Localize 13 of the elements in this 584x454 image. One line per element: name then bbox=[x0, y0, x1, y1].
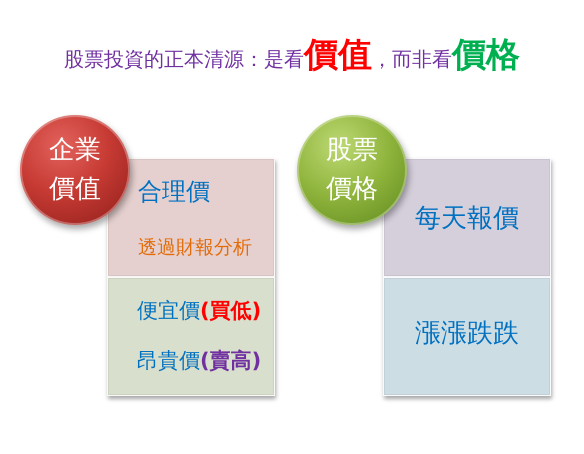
price-text: 便宜價(買低) bbox=[137, 298, 262, 324]
info-panel bbox=[383, 277, 551, 396]
info-panel bbox=[107, 277, 275, 396]
info-panel bbox=[383, 158, 551, 277]
note-text: 透過財報分析 bbox=[138, 236, 252, 260]
title: 股票投資的正本清源：是看價值，而非看價格 bbox=[64, 34, 520, 77]
info-panel bbox=[107, 158, 275, 277]
heading-text: 漲漲跌跌 bbox=[414, 318, 520, 350]
heading-text: 合理價 bbox=[138, 178, 210, 206]
badge-label: 股票價格 bbox=[326, 134, 378, 206]
badge-label: 企業價值 bbox=[49, 134, 101, 206]
price-text: 昂貴價(賣高) bbox=[137, 348, 262, 374]
heading-text: 每天報價 bbox=[414, 203, 520, 235]
